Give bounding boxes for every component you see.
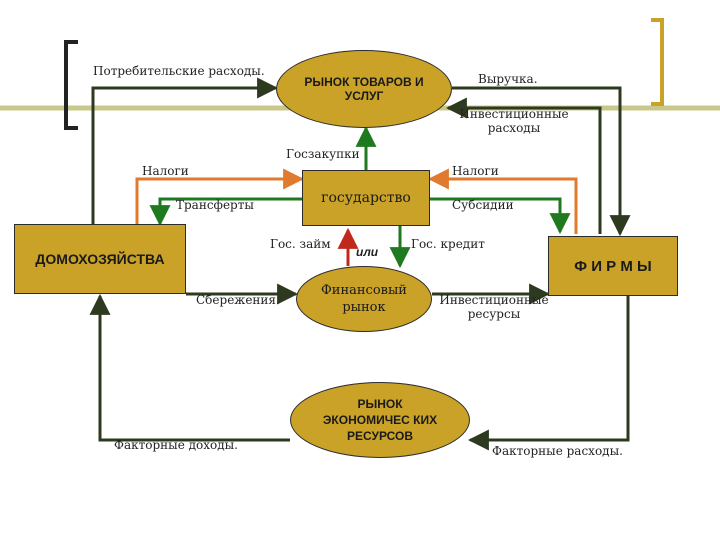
node-households-label: ДОМОХОЗЯЙСТВА	[35, 251, 165, 267]
node-government: государство	[302, 170, 430, 226]
node-households: ДОМОХОЗЯЙСТВА	[14, 224, 186, 294]
label-factor-income: Факторные доходы.	[114, 438, 238, 452]
label-consumer-spending: Потребительские расходы.	[93, 64, 265, 78]
label-or: или	[356, 245, 379, 259]
label-gov-credit: Гос. кредит	[411, 237, 485, 251]
label-gov-loan: Гос. займ	[270, 237, 331, 251]
flow-taxes-firms	[427, 168, 578, 234]
label-revenue: Выручка.	[478, 72, 538, 86]
node-financial-market-label: Финансовый рынок	[321, 283, 407, 315]
label-investment-resources: Инвестиционные ресурсы	[432, 293, 556, 321]
flow-subsidies	[430, 197, 571, 235]
flow-consumer-spending	[91, 77, 279, 226]
label-taxes-right: Налоги	[452, 164, 499, 178]
label-transfers: Трансферты	[176, 198, 254, 212]
label-investment-spending: Инвестиционные расходы	[452, 107, 576, 135]
left-bracket-icon	[64, 40, 78, 130]
node-goods-market: РЫНОК ТОВАРОВ И УСЛУГ	[276, 50, 452, 128]
node-goods-market-label: РЫНОК ТОВАРОВ И УСЛУГ	[304, 75, 424, 103]
label-gov-purchases: Госзакупки	[286, 147, 360, 161]
label-factor-costs: Факторные расходы.	[492, 444, 623, 458]
label-subsidies: Субсидии	[452, 198, 514, 212]
flow-transfers	[149, 197, 302, 227]
node-government-label: государство	[321, 190, 411, 206]
node-firms: Ф И Р М Ы	[548, 236, 678, 296]
right-bracket-icon	[651, 18, 664, 106]
flow-investment-spending	[445, 97, 602, 234]
flow-factor-costs	[467, 296, 630, 451]
label-taxes-left: Налоги	[142, 164, 189, 178]
node-resource-market-label: РЫНОК ЭКОНОМИЧЕС КИХ РЕСУРСОВ	[322, 397, 438, 443]
label-investment-resources-text: Инвестиционные ресурсы	[439, 293, 549, 321]
node-financial-market: Финансовый рынок	[296, 266, 432, 332]
label-savings: Сбережения.	[196, 293, 280, 307]
node-firms-label: Ф И Р М Ы	[574, 257, 652, 275]
label-investment-spending-text: Инвестиционные расходы	[459, 107, 569, 135]
flow-taxes-households	[135, 168, 305, 226]
flow-revenue	[452, 86, 631, 237]
flow-factor-income	[89, 293, 290, 442]
node-resource-market: РЫНОК ЭКОНОМИЧЕС КИХ РЕСУРСОВ	[290, 382, 470, 458]
